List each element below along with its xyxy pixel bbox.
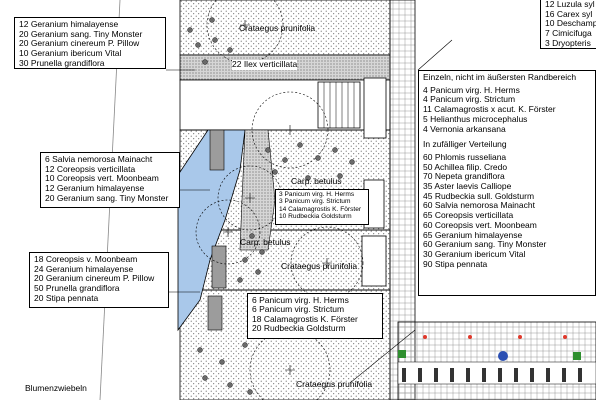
plant-item: 65 Geranium himalayense — [423, 229, 523, 240]
plant-item: 16 Carex syl — [545, 8, 593, 19]
plant-item: 24 Geranium himalayense — [34, 263, 134, 274]
plant-item: 3 Panicum virg. H. Herms — [279, 191, 355, 198]
plant-item: 11 Calamagrostis x acut. K. Förster — [423, 104, 556, 115]
plant-item: 14 Calamagrostis K. Förster — [279, 205, 362, 213]
plant-list-right: Einzeln, nicht im äußersten Randbereich … — [418, 70, 596, 296]
tree-crataegus-top — [206, 0, 284, 64]
green-markers — [398, 350, 581, 360]
plant-item: 18 Coreopsis v. Moonbeam — [34, 254, 138, 264]
label-crataegus-top: Crataegus prunifolia — [239, 23, 316, 33]
paving-grid — [397, 361, 596, 385]
pond — [177, 129, 246, 332]
posts — [402, 368, 582, 382]
plant-item: 4 Panicum virg. H. Herms — [423, 84, 520, 95]
paving — [397, 321, 596, 400]
plant-item: 50 Achillea filip. Credo — [423, 161, 508, 172]
plant-list-bottom-left: 18 Coreopsis v. Moonbeam 24 Geranium him… — [29, 252, 169, 308]
plant-item: 60 Phlomis russeliana — [423, 151, 507, 162]
plant-item: 18 Calamagrostis K. Förster — [252, 313, 358, 324]
plant-item: 3 Dryopteris — [545, 37, 591, 48]
box-structure-3 — [361, 235, 387, 287]
plant-item: 60 Coreopsis vert. Moonbeam — [423, 219, 537, 230]
plant-item: 10 Deschamp — [545, 18, 596, 29]
plant-item: 50 Prunella grandiflora — [34, 283, 120, 294]
plant-item: 3 Panicum virg. Strictum — [279, 198, 351, 206]
plant-item: 10 Geranium ibericum Vital — [19, 48, 122, 59]
plant-item: 45 Rudbeckia sull. Goldsturm — [423, 190, 535, 201]
plant-list-mid-left: 6 Salvia nemorosa Mainacht 12 Coreopsis … — [40, 152, 180, 208]
plant-item: 20 Geranium sang. Tiny Monster — [19, 28, 143, 39]
plant-item: 20 Geranium sang. Tiny Monster — [45, 192, 169, 203]
plant-dots — [187, 17, 355, 395]
plant-item: 12 Coreopsis verticillata — [45, 163, 136, 174]
plant-item: 7 Cimicifuga — [545, 28, 592, 39]
stone-3 — [207, 295, 223, 331]
plant-item: 70 Nepeta grandiflora — [423, 171, 505, 182]
label-carp-upper: Carp. betulus — [291, 176, 342, 186]
plant-item: 20 Geranium cinereum P. Pillow — [34, 273, 155, 284]
plant-item: 12 Geranium himalayense — [45, 183, 145, 194]
label-carp-lower: Carp. betulus — [240, 237, 291, 247]
plant-item: 60 Geranium sang. Tiny Monster — [423, 239, 547, 250]
plant-list-top-right: 12 Luzula syl 16 Carex syl 10 Deschamp 7… — [540, 0, 596, 49]
plant-item: 60 Salvia nemorosa Mainacht — [423, 200, 535, 211]
plant-item: 10 Rudbeckia Goldsturm — [279, 213, 352, 221]
plant-item: 12 Luzula syl — [545, 0, 595, 9]
plant-item: 20 Rudbeckia Goldsturm — [252, 323, 346, 334]
plant-item: 30 Prunella grandiflora — [19, 57, 105, 68]
plant-item: 12 Geranium himalayense — [19, 19, 119, 29]
list-subheader: In zufälliger Verteilung — [423, 139, 507, 150]
list-header: Einzeln, nicht im äußersten Randbereich — [423, 72, 577, 82]
plant-list-bed-middle: 6 Panicum virg. H. Herms 6 Panicum virg.… — [247, 293, 383, 339]
plant-item: 30 Geranium ibericum Vital — [423, 248, 526, 259]
stone-1 — [209, 129, 225, 171]
label-blumenzwiebeln: Blumenzwiebeln — [25, 383, 87, 393]
tree-carp-lower — [195, 199, 261, 265]
plant-item: 5 Helianthus microcephalus — [423, 113, 528, 124]
plant-list-small-center: 3 Panicum virg. H. Herms 3 Panicum virg.… — [275, 189, 369, 225]
label-ilex: 22 Ilex verticillata — [232, 59, 298, 70]
plant-item: 20 Stipa pennata — [34, 292, 99, 303]
plant-item: 4 Vernonia arkansana — [423, 123, 506, 134]
stairs — [317, 81, 361, 129]
label-crataegus-mid: Crataegus prunifolia — [281, 261, 358, 271]
red-markers — [423, 335, 567, 339]
plant-item: 6 Panicum virg. H. Herms — [252, 295, 349, 305]
plant-item: 10 Coreopsis vert. Moonbeam — [45, 173, 159, 184]
blue-marker — [498, 351, 508, 361]
tree-circle-2 — [251, 91, 329, 169]
plant-item: 35 Aster laevis Calliope — [423, 181, 512, 192]
box-structure-1 — [363, 77, 387, 139]
plant-item: 6 Salvia nemorosa Mainacht — [45, 154, 153, 164]
label-crataegus-bottom: Crataegus prunifolia — [296, 379, 373, 389]
plant-item: 4 Panicum virg. Strictum — [423, 94, 516, 105]
plant-item: 65 Coreopsis verticillata — [423, 210, 514, 221]
plant-item: 20 Geranium cinereum P. Pillow — [19, 38, 140, 49]
plant-item: 90 Stipa pennata — [423, 258, 488, 269]
stone-2 — [211, 245, 227, 289]
plant-item: 6 Panicum virg. Strictum — [252, 304, 345, 315]
plant-list-top-left: 12 Geranium himalayense 20 Geranium sang… — [14, 17, 166, 69]
